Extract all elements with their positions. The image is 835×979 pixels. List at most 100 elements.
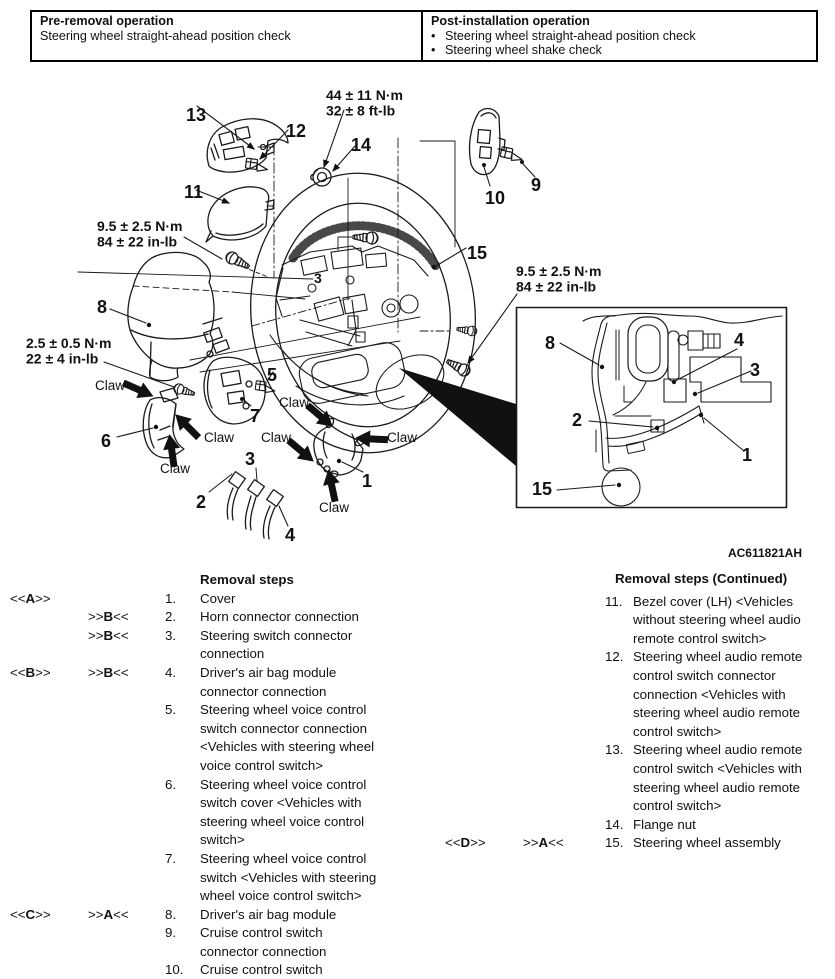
pre-removal-items: Steering wheel straight-ahead position c…: [40, 29, 413, 44]
inset-detail: [515, 306, 788, 509]
connector-wires-2-3-4: [226, 467, 285, 540]
step-number: 2.: [165, 609, 177, 625]
cruise-switch-connector-9: [499, 146, 525, 164]
removal-step-row: >>B<< 2. Horn connector connection: [10, 608, 442, 627]
bullet-icon: •: [431, 43, 436, 58]
sequence-marker: <<B>>: [10, 664, 51, 680]
removal-step-row: 11.Bezel cover (LH) <Vehicles without st…: [445, 593, 827, 649]
operation-item: Steering wheel straight-ahead position c…: [40, 29, 413, 44]
screw-upper-left: [223, 249, 253, 273]
callout-4: 4: [285, 525, 295, 545]
sequence-marker: <<D>>: [445, 835, 486, 851]
removal-steps-continued-rows: 11.Bezel cover (LH) <Vehicles without st…: [445, 593, 827, 853]
upper-screw-torque: 9.5 ± 2.5 N·m: [97, 218, 183, 234]
step-number: 1.: [165, 590, 177, 606]
post-installation-title: Post-installation operation: [431, 14, 590, 28]
steering-wheel-exploded-diagram: 44 ± 11 N·m32 ± 8 ft-lb9.5 ± 2.5 N·m84 ±…: [26, 87, 802, 560]
step-text: Steering wheel audio remote control swit…: [633, 742, 803, 814]
sequence-marker: >>B<<: [88, 627, 129, 643]
claw-label: Claw: [204, 430, 234, 445]
callout-12: 12: [286, 121, 306, 141]
operations-table: Pre-removal operation Steering wheel str…: [30, 10, 818, 62]
sequence-marker: <<C>>: [10, 906, 51, 922]
pre-removal-cell: Pre-removal operation Steering wheel str…: [32, 12, 421, 60]
inset-callout-15: 15: [532, 479, 552, 499]
inset-callout-3: 3: [750, 360, 760, 380]
screw-lower-left: [172, 382, 197, 400]
sequence-marker: >>B<<: [88, 609, 129, 625]
step-text: Driver's air bag module connector connec…: [200, 664, 337, 699]
voice-switch-cover-6: [142, 387, 185, 459]
removal-step-row: <<A>> 1. Cover: [10, 590, 442, 609]
screw-right-small: [455, 323, 478, 337]
step-number: 11.: [605, 593, 623, 609]
torque-labels: 44 ± 11 N·m32 ± 8 ft-lb9.5 ± 2.5 N·m84 ±…: [26, 87, 602, 367]
upper-screw-torque: 84 ± 22 in-lb: [97, 234, 177, 250]
removal-step-row: 7.Steering wheel voice control switch <V…: [10, 850, 442, 906]
bullet-icon: •: [431, 28, 436, 43]
step-text: Cruise control switch connector connecti…: [200, 925, 327, 959]
callout-6: 6: [101, 431, 111, 451]
steering-hub-detail: [189, 245, 445, 410]
claw-label: Claw: [261, 430, 291, 445]
step-number: 9.: [165, 925, 177, 941]
lower-screw-torque: 2.5 ± 0.5 N·m: [26, 335, 112, 351]
step-number: 5.: [165, 702, 177, 718]
cruise-control-switch-10: [468, 107, 506, 176]
right-screw-torque: 84 ± 22 in-lb: [516, 279, 596, 295]
step-text: Steering switch connector connection: [200, 627, 353, 662]
operation-item: •Steering wheel shake check: [431, 43, 808, 58]
flange-nut-torque: 44 ± 11 N·m: [326, 87, 403, 103]
step-number: 6.: [165, 776, 177, 792]
callout-2: 2: [196, 492, 206, 512]
step-number: 8.: [165, 906, 177, 922]
callout-14: 14: [351, 135, 371, 155]
step-text: Horn connector connection: [200, 609, 359, 625]
operation-item: • Steering wheel straight-ahead position …: [431, 29, 808, 44]
operation-item-text: Steering wheel straight-ahead position c…: [445, 28, 696, 43]
removal-step-row: <<B>>>>B<<4.Driver's air bag module conn…: [10, 664, 442, 701]
callout-13: 13: [186, 105, 206, 125]
sequence-marker: >>A<<: [88, 906, 129, 922]
callout-8: 8: [97, 297, 107, 317]
flange-nut-14: [310, 167, 332, 187]
post-installation-cell: Post-installation operation •Steering wh…: [421, 12, 816, 60]
removal-steps-list: Removal steps <<A>>1.Cover>>B<<2.Horn co…: [10, 571, 442, 979]
step-number: 14.: [605, 816, 624, 832]
callout-leader-lines: [103, 105, 752, 527]
callout-3: 3: [245, 449, 255, 469]
operation-item-text: Steering wheel straight-ahead position c…: [40, 28, 291, 43]
callout-3: 3: [314, 270, 322, 286]
screw-12: [244, 157, 270, 174]
inset-detail-box: [515, 306, 788, 509]
callout-15: 15: [467, 243, 487, 263]
claw-label: Claw: [160, 461, 190, 476]
removal-step-row: <<D>>>>A<<15.Steering wheel assembly: [445, 834, 827, 853]
bezel-cover-11: [205, 186, 275, 243]
removal-step-row: 12. Steering wheel audio remote control s…: [445, 648, 827, 741]
step-text: Steering wheel audio remote control swit…: [633, 649, 803, 739]
sequence-marker: <<A>>: [10, 590, 51, 606]
step-number: 12.: [605, 649, 624, 665]
right-screw-torque: 9.5 ± 2.5 N·m: [516, 263, 602, 279]
removal-steps-rows: <<A>> 1. Cover >>B<< 2. Horn connector connec…: [10, 590, 442, 979]
step-text: Driver's air bag module: [200, 906, 337, 922]
removal-steps-continued-list: Removal steps (Continued) 11.Bezel cover…: [445, 570, 827, 853]
figure-reference-code: AC611821AH: [728, 546, 802, 560]
steering-wheel-rim: [250, 172, 476, 454]
callout-11: 11: [184, 182, 203, 202]
audio-remote-switch-13: [206, 118, 289, 173]
callout-1: 1: [362, 471, 372, 491]
removal-step-row: 9. Cruise control switch connector connec…: [10, 924, 442, 961]
step-text: Cover: [200, 590, 236, 606]
inset-callout-8: 8: [545, 333, 555, 353]
claw-label: Claw: [95, 378, 125, 393]
step-text: Flange nut: [633, 816, 696, 832]
removal-step-row: 6.Steering wheel voice control switch co…: [10, 776, 442, 850]
sequence-marker: >>B<<: [88, 664, 129, 680]
step-number: 10.: [165, 962, 184, 978]
flange-nut-torque: 32 ± 8 ft-lb: [326, 103, 395, 119]
inset-callout-1: 1: [742, 445, 752, 465]
step-text: Steering wheel voice control switch conn…: [200, 702, 375, 773]
